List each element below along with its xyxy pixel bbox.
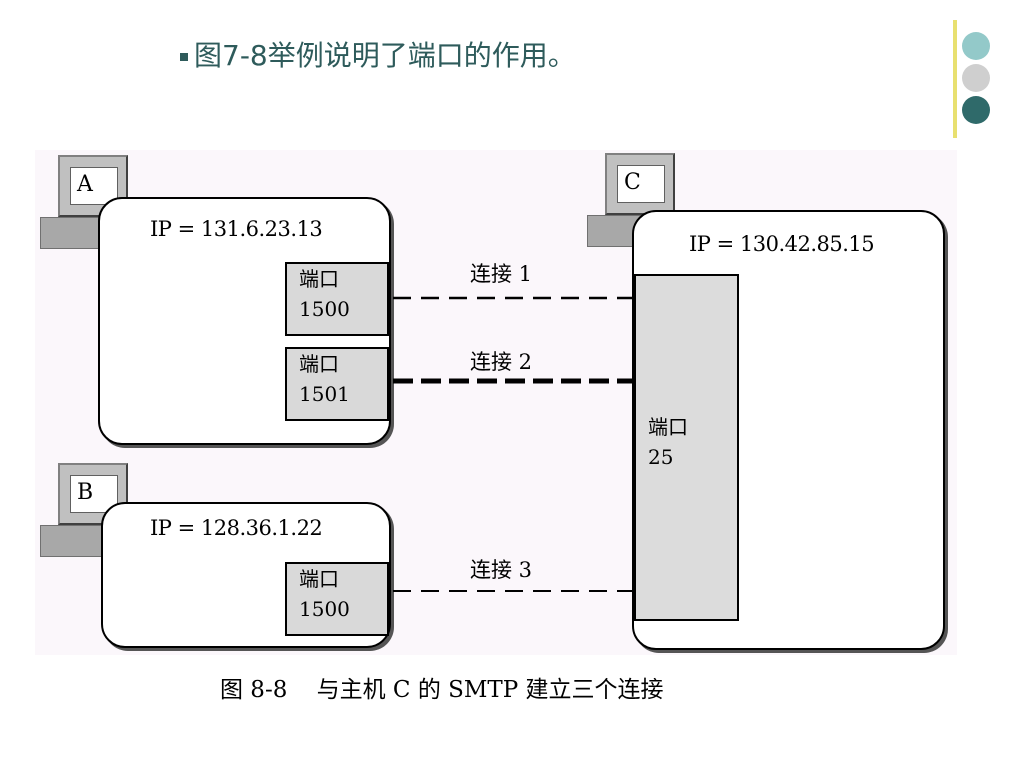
bullet-icon — [180, 53, 188, 61]
figure-caption: 图 8-8 与主机 C 的 SMTP 建立三个连接 — [220, 677, 664, 703]
host-c-box: IP = 130.42.85.15 端口 25 — [632, 210, 945, 650]
host-b-label: B — [70, 475, 118, 513]
host-b-port-1500: 端口 1500 — [285, 562, 389, 636]
connection-1-label: 连接 1 — [470, 262, 533, 286]
host-a-box: IP = 131.6.23.13 端口 1500 端口 1501 — [98, 197, 391, 445]
decor-dot-1 — [962, 32, 990, 60]
decor-dot-3 — [962, 96, 990, 124]
port-diagram: A IP = 131.6.23.13 端口 1500 端口 1501 B IP … — [35, 150, 957, 655]
slide-title-text: 图7-8举例说明了端口的作用。 — [194, 39, 576, 72]
slide-title: 图7-8举例说明了端口的作用。 — [180, 34, 576, 74]
host-a-ip: IP = 131.6.23.13 — [150, 217, 323, 241]
connection-lines — [393, 296, 632, 592]
host-a-port-1501: 端口 1501 — [285, 347, 389, 421]
connection-2-label: 连接 2 — [470, 350, 533, 374]
accent-line — [953, 20, 957, 138]
connection-3-label: 连接 3 — [470, 558, 533, 582]
host-a-label: A — [70, 167, 118, 205]
decor-dot-2 — [962, 64, 990, 92]
host-c-label: C — [617, 165, 665, 203]
host-b-box: IP = 128.36.1.22 端口 1500 — [101, 502, 391, 648]
host-c-port-25: 端口 25 — [634, 274, 739, 621]
host-b-ip: IP = 128.36.1.22 — [150, 516, 323, 540]
host-a-port-1500: 端口 1500 — [285, 262, 389, 336]
host-c-ip: IP = 130.42.85.15 — [689, 232, 875, 256]
